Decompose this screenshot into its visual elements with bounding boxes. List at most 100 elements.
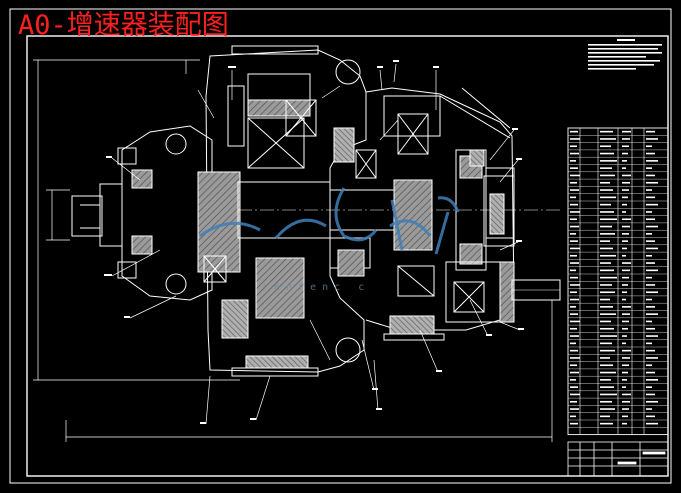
bom-cell-text bbox=[646, 342, 652, 345]
bom-cell-text bbox=[622, 298, 626, 301]
bom-cell-text bbox=[646, 174, 655, 177]
part-balloon-ticks bbox=[104, 60, 524, 424]
bom-cell-text bbox=[646, 218, 655, 221]
bom-cell-text bbox=[622, 203, 627, 206]
watermark-logo bbox=[199, 187, 460, 255]
bom-cell-text bbox=[622, 167, 626, 169]
bom-cell-text bbox=[600, 211, 614, 213]
bom-cell-text bbox=[570, 152, 579, 155]
bom-cell-text bbox=[570, 306, 576, 308]
bom-cell-text bbox=[600, 181, 610, 184]
bom-cell-text bbox=[646, 189, 652, 191]
bom-cell-text bbox=[600, 203, 611, 206]
bom-cell-text bbox=[622, 357, 630, 359]
bom-cell-text bbox=[570, 269, 576, 272]
bom-cell-text bbox=[570, 196, 576, 199]
bom-cell-text bbox=[600, 138, 616, 140]
bom-cell-text bbox=[622, 262, 631, 264]
bom-cell-text bbox=[570, 342, 576, 345]
bom-cell-text bbox=[646, 181, 658, 184]
bom-cell-text bbox=[622, 218, 631, 221]
bom-cell-text bbox=[600, 313, 616, 315]
bom-cell-text bbox=[600, 254, 616, 257]
bom-cell-text bbox=[622, 291, 627, 294]
bom-cell-text bbox=[622, 335, 627, 337]
bom-cell-text bbox=[622, 211, 626, 213]
bom-cell-text bbox=[622, 181, 630, 184]
bom-cell-text bbox=[600, 130, 613, 133]
bom-cell-text bbox=[646, 203, 658, 206]
bom-cell-text bbox=[646, 400, 658, 403]
bom-cell-text bbox=[570, 247, 580, 250]
bom-cell-text bbox=[622, 130, 631, 133]
bom-cell-text bbox=[622, 364, 629, 367]
bom-cell-text bbox=[622, 247, 627, 250]
bom-cell-text bbox=[622, 327, 628, 330]
bom-cell-text bbox=[646, 160, 658, 162]
bom-cell-text bbox=[646, 335, 658, 337]
bom-cell-text bbox=[646, 415, 655, 418]
bom-cell-text bbox=[570, 320, 580, 323]
bom-cell-text bbox=[646, 422, 658, 425]
bom-cell-text bbox=[646, 313, 658, 315]
bom-cell-text bbox=[570, 408, 579, 410]
bom-cell-text bbox=[600, 167, 612, 169]
bom-cell-text bbox=[622, 408, 629, 410]
bom-cell-text bbox=[622, 240, 628, 242]
bom-cell-text bbox=[570, 130, 578, 133]
bom-cell-text bbox=[646, 240, 655, 242]
bom-cell-text bbox=[600, 225, 612, 228]
bom-cell-text bbox=[570, 254, 577, 257]
bom-cell-text bbox=[622, 196, 628, 199]
bom-cell-text bbox=[646, 291, 658, 294]
bom-cell-text bbox=[622, 189, 629, 191]
bom-cell-text bbox=[622, 371, 628, 374]
bom-cell-text bbox=[622, 284, 628, 286]
bom-cell-text bbox=[646, 167, 652, 169]
bom-cell-text bbox=[622, 269, 630, 272]
bom-cell-text bbox=[600, 327, 614, 330]
bom-cell-text bbox=[646, 211, 652, 213]
bom-cell-text bbox=[646, 225, 658, 228]
bom-cell-text bbox=[622, 225, 630, 228]
bom-cell-text bbox=[622, 254, 626, 257]
bom-cell-text bbox=[600, 364, 613, 367]
bom-cell-text bbox=[570, 138, 580, 140]
bom-cell-text bbox=[600, 320, 611, 323]
bom-cell-text bbox=[622, 174, 631, 177]
bom-cell-text bbox=[646, 247, 658, 250]
bom-cell-text bbox=[600, 152, 614, 155]
watermark-text-tail: c bbox=[358, 282, 371, 293]
bom-cell-text bbox=[570, 327, 577, 330]
bom-cell-text bbox=[600, 269, 614, 272]
bom-cell-text bbox=[600, 379, 611, 381]
bom-cell-text bbox=[600, 276, 617, 279]
bom-cell-text bbox=[622, 342, 626, 345]
bom-cell-text bbox=[600, 393, 617, 396]
bom-cell-text bbox=[570, 189, 579, 191]
gearbox-section-view bbox=[71, 45, 561, 377]
bom-cell-text bbox=[646, 138, 658, 140]
bom-cell-text bbox=[646, 254, 652, 257]
bom-cell-text bbox=[570, 371, 579, 374]
bom-cell-text bbox=[570, 379, 576, 381]
bom-cell-text bbox=[600, 247, 613, 250]
bom-cell-text bbox=[622, 386, 626, 388]
bom-cell-text bbox=[622, 379, 627, 381]
bom-cell-text bbox=[570, 160, 576, 162]
bom-cell-text bbox=[570, 211, 580, 213]
bom-cell-text bbox=[646, 269, 658, 272]
bom-cell-text bbox=[646, 408, 652, 410]
bom-cell-text bbox=[622, 233, 629, 235]
bom-cell-text bbox=[622, 313, 630, 315]
bom-cell-text bbox=[622, 152, 628, 155]
bom-cell-text bbox=[570, 386, 578, 388]
bom-cell-text bbox=[646, 357, 658, 359]
bom-cell-text bbox=[600, 145, 611, 148]
bom-cell-text bbox=[570, 240, 578, 242]
bom-cell-text bbox=[570, 415, 576, 418]
bom-cell-text bbox=[570, 145, 577, 148]
bom-cell-text bbox=[600, 291, 615, 294]
bom-cell-text bbox=[646, 349, 655, 352]
